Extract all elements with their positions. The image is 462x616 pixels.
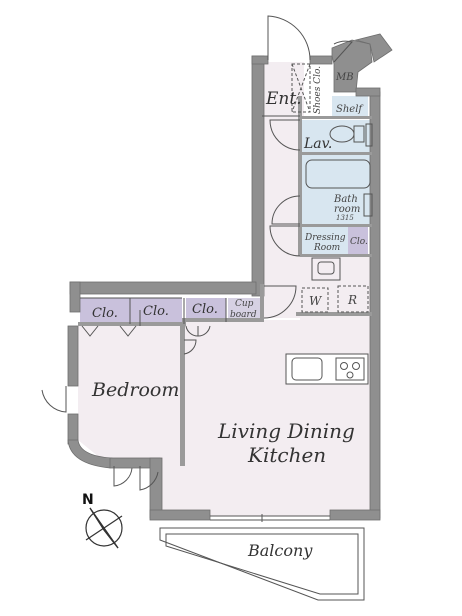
dressing-room-label-2: Room [313, 243, 340, 253]
shelf-area [332, 96, 368, 118]
shoes-closet-label: Shoes Clo. [313, 66, 323, 114]
closet-label-2: Clo. [143, 304, 169, 319]
ldk-label-1: Living Dining [217, 419, 355, 443]
entrance-floor [262, 62, 304, 116]
mb-door-swing [333, 40, 353, 63]
bedroom-door-swing [183, 339, 197, 355]
cupboard-label-2: board [230, 310, 257, 320]
bedroom-closet-doors [81, 325, 99, 337]
hallway-floor [262, 116, 300, 318]
balcony-outline [159, 527, 365, 601]
wash-basin-icon [311, 257, 341, 281]
entrance-door-swing [267, 15, 311, 61]
dressing-room-area [302, 226, 348, 254]
exterior-walls [67, 33, 393, 521]
shelf-label: Shelf [336, 104, 364, 115]
lavatory-door-swing [269, 119, 301, 151]
washer-space [301, 287, 329, 313]
bathroom-label-2: room [334, 204, 360, 215]
fridge-space [337, 285, 369, 313]
dressing-door-swing [269, 225, 301, 257]
bedroom-window-swing [41, 386, 67, 413]
dressing-closet-area [348, 226, 368, 254]
bathroom-size-label: 1315 [336, 214, 354, 222]
closet-label-3: Clo. [192, 302, 218, 317]
north-label: N [82, 492, 94, 508]
ldk-closet-door [185, 325, 211, 337]
meter-box-label: MB [335, 72, 354, 83]
balcony-label: Balcony [247, 541, 313, 560]
washer-label: W [309, 294, 323, 308]
wash-door-swing [263, 285, 297, 319]
dressing-closet-label: Clo. [350, 237, 368, 247]
dressing-room-label-1: Dressing [304, 233, 346, 243]
lavatory-label: Lav. [303, 136, 332, 152]
ldk-label-2: Kitchen [247, 443, 326, 467]
shoes-closet-outline [291, 63, 311, 113]
bathtub-icon [305, 159, 371, 189]
wash-area-floor [300, 254, 372, 320]
cupboard-label-1: Cup [235, 299, 254, 309]
bathroom-area [302, 154, 372, 226]
entrance-label: Ent. [265, 89, 302, 109]
north-compass [85, 507, 123, 549]
stove-icon [335, 357, 365, 381]
bedroom-label: Bedroom [91, 379, 179, 401]
closet-label-1: Clo. [92, 306, 118, 321]
kitchen-sink-icon [291, 357, 323, 381]
closet-bedroom-area [80, 298, 182, 324]
storage-door-swing [113, 466, 133, 487]
fridge-label: R [347, 293, 357, 307]
interior-walls [78, 96, 372, 466]
bathroom-door-swing [271, 195, 301, 225]
bathroom-label-1: Bath [333, 194, 358, 205]
bedroom-floor [78, 326, 182, 466]
ldk-floor [162, 320, 372, 516]
